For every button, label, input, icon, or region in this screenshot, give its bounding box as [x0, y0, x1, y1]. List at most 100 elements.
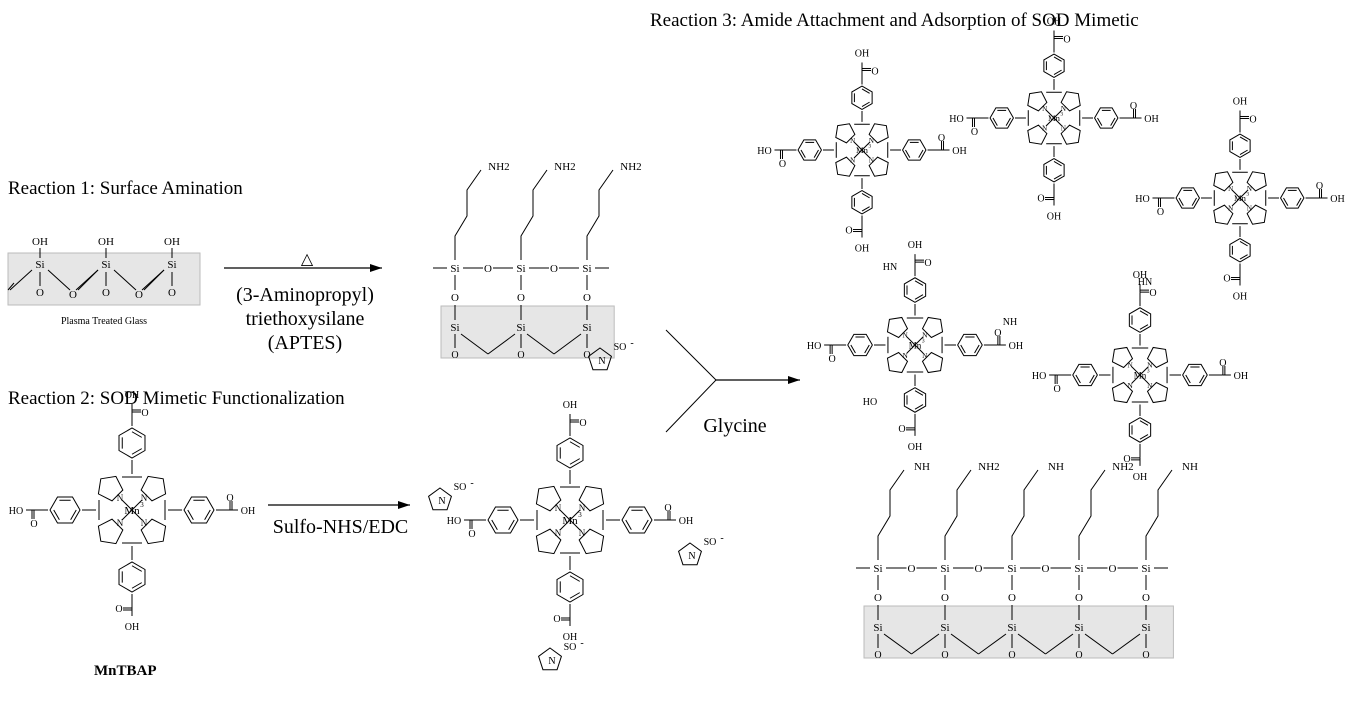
- nitrogen-label: N: [1061, 105, 1066, 113]
- succinimide-nitrogen: N: [438, 496, 445, 507]
- oxygen-atom: O: [484, 263, 492, 275]
- acid-oh-label: HO: [949, 114, 963, 125]
- glass-silicon-atom: Si: [1141, 622, 1150, 634]
- metal-coordination-bond: [1139, 374, 1149, 384]
- silicon-atom: Si: [873, 563, 882, 575]
- pyrrole-ring: [97, 475, 124, 502]
- acid-oh-label: OH: [855, 48, 869, 59]
- succinimide-nitrogen: N: [598, 356, 605, 367]
- nitrogen-label: N: [555, 503, 562, 513]
- aromatic-bond: [861, 206, 870, 212]
- amine-group: NH2: [620, 161, 641, 173]
- pyrrole-ring: [1111, 346, 1134, 369]
- aromatic-bond: [905, 149, 911, 158]
- glass-bond: [141, 269, 165, 291]
- nitrogen-label: N: [1127, 361, 1133, 370]
- nitrogen-label: N: [922, 331, 928, 340]
- propyl-chain: [1078, 469, 1106, 560]
- metal-coordination-bond: [1239, 197, 1249, 207]
- aromatic-bond: [1283, 197, 1289, 206]
- glass-silicon-atom: Si: [873, 622, 882, 634]
- glass-substrate: [440, 305, 615, 359]
- aromatic-bond: [1239, 254, 1248, 260]
- arrow-head: [788, 376, 800, 384]
- pyrrole-ring: [1027, 124, 1048, 145]
- aromatic-bond: [131, 431, 142, 438]
- pyrrole-ring: [1213, 171, 1234, 192]
- oxygen-atom: O: [1042, 563, 1050, 575]
- glass-bond: [526, 333, 555, 355]
- silicon-atom: Si: [516, 263, 525, 275]
- oxygen-label: O: [845, 226, 852, 237]
- aromatic-bond: [992, 117, 998, 126]
- oxygen-atom: O: [874, 592, 882, 604]
- acid-oh-label: OH: [1047, 212, 1061, 223]
- oxygen-label: O: [829, 354, 836, 365]
- si-label-bg: [1004, 560, 1020, 574]
- amine-group: NH2: [978, 461, 999, 473]
- aromatic-bond: [204, 509, 211, 520]
- benzene-ring: [118, 427, 146, 459]
- metal-coordination-bond: [1053, 117, 1063, 127]
- mntbap-label: MnTBAP: [94, 663, 157, 679]
- metal-coordination-bond: [1231, 197, 1241, 207]
- glass-silicon-atom: Si: [940, 622, 949, 634]
- propyl-chain: [586, 169, 614, 260]
- si-label-bg: [937, 560, 953, 574]
- aromatic-bond: [1089, 374, 1095, 384]
- metal-coordination-bond: [1131, 366, 1141, 376]
- aromatic-bond: [914, 294, 924, 300]
- pyrrole-ring: [868, 123, 889, 144]
- aromatic-bond: [569, 592, 580, 599]
- arrow-head: [398, 501, 410, 509]
- aromatic-bond: [864, 344, 870, 354]
- aromatic-bond: [1053, 56, 1062, 62]
- pyrrole-ring: [868, 156, 889, 177]
- benzene-ring: [621, 506, 653, 534]
- oxygen-label: O: [994, 328, 1001, 339]
- nitrogen-label: N: [1042, 124, 1047, 132]
- acid-oh-label: OH: [1233, 292, 1247, 303]
- oxygen-atom: O: [1142, 592, 1150, 604]
- aromatic-bond: [918, 149, 924, 158]
- benzene-ring: [49, 496, 81, 524]
- silicon-atom: Si: [167, 259, 176, 271]
- metal-coordination-bond: [906, 336, 916, 346]
- silicon-atom: Si: [582, 263, 591, 275]
- benzene-ring: [1175, 187, 1201, 209]
- oxygen-label: O: [1130, 101, 1137, 112]
- propyl-chain: [520, 169, 548, 260]
- aromatic-bond: [491, 519, 498, 530]
- aromatic-bond: [1097, 117, 1103, 126]
- glycine-amide-hn: HN: [1138, 277, 1152, 288]
- pyrrole-ring: [1146, 346, 1169, 369]
- metal-coordination-bond: [121, 499, 133, 511]
- nitrogen-label: N: [1147, 381, 1153, 390]
- succinimide-ring: [537, 647, 563, 671]
- glass-bond: [487, 333, 516, 355]
- metal-coordination-bond: [853, 141, 863, 151]
- oxygen-label: O: [226, 493, 233, 504]
- oxygen-label: O: [971, 127, 978, 138]
- aromatic-bond: [1053, 161, 1062, 167]
- sulfo-nhs-edc-reagent: Sulfo-NHS/EDC: [272, 516, 409, 538]
- acid-oh-label: HO: [9, 506, 23, 517]
- metal-coordination-bond: [914, 344, 924, 354]
- glycine-amide-hn: HN: [883, 262, 897, 273]
- nitrogen-label: N: [1061, 124, 1066, 132]
- nitrogen-label: N: [902, 351, 908, 360]
- benzene-ring: [1128, 307, 1152, 333]
- benzene-ring: [487, 506, 519, 534]
- metal-coordination-bond: [131, 509, 143, 521]
- pyrrole-ring: [578, 528, 605, 555]
- bridging-oxygen: O: [69, 289, 77, 301]
- aptes-reagent-line-2: triethoxysilane: [245, 308, 365, 330]
- aromatic-bond: [1185, 374, 1191, 384]
- silicon-atom: Si: [940, 563, 949, 575]
- metal-coordination-bond: [569, 519, 581, 531]
- propyl-chain: [454, 169, 482, 260]
- oxygen-label: O: [30, 519, 37, 530]
